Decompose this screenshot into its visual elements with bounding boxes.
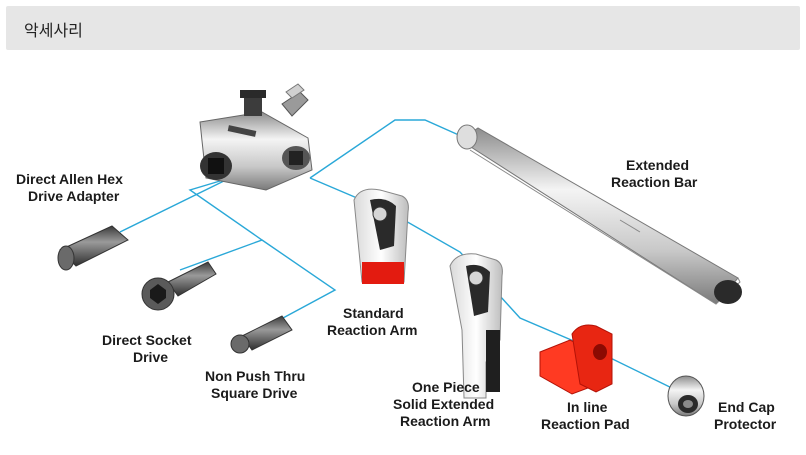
label-reaction-pad-line1: In line — [567, 399, 608, 415]
page-header: 악세사리 — [6, 6, 800, 50]
label-allen-hex-line2: Drive Adapter — [28, 188, 120, 204]
label-solid-arm-line3: Reaction Arm — [400, 413, 491, 429]
label-reaction-bar-line2: Reaction Bar — [611, 174, 698, 190]
extended-reaction-bar-icon — [456, 124, 742, 305]
label-end-cap-line2: Protector — [714, 416, 777, 432]
hydraulic-wrench-icon — [199, 83, 313, 191]
label-solid-arm-line1: One Piece — [412, 379, 480, 395]
label-allen-hex-line1: Direct Allen Hex — [16, 171, 123, 187]
page-title: 악세사리 — [24, 21, 83, 40]
label-solid-arm-line2: Solid Extended — [393, 396, 494, 412]
inline-reaction-pad-icon — [539, 324, 613, 395]
allen-hex-adapter-icon — [57, 225, 129, 271]
label-socket-line2: Drive — [133, 349, 168, 365]
label-standard-arm-line1: Standard — [343, 305, 404, 321]
label-square-drive-line1: Non Push Thru — [205, 368, 305, 384]
standard-reaction-arm-icon — [353, 188, 409, 284]
label-standard-arm-line2: Reaction Arm — [327, 322, 418, 338]
label-socket-line1: Direct Socket — [102, 332, 192, 348]
label-end-cap-line1: End Cap — [718, 399, 775, 415]
solid-extended-reaction-arm-icon — [449, 253, 503, 399]
label-reaction-pad-line2: Reaction Pad — [541, 416, 630, 432]
square-drive-icon — [230, 315, 293, 354]
direct-socket-drive-icon — [141, 261, 217, 311]
label-square-drive-line2: Square Drive — [211, 385, 298, 401]
label-reaction-bar-line1: Extended — [626, 157, 689, 173]
end-cap-protector-icon — [667, 375, 705, 417]
